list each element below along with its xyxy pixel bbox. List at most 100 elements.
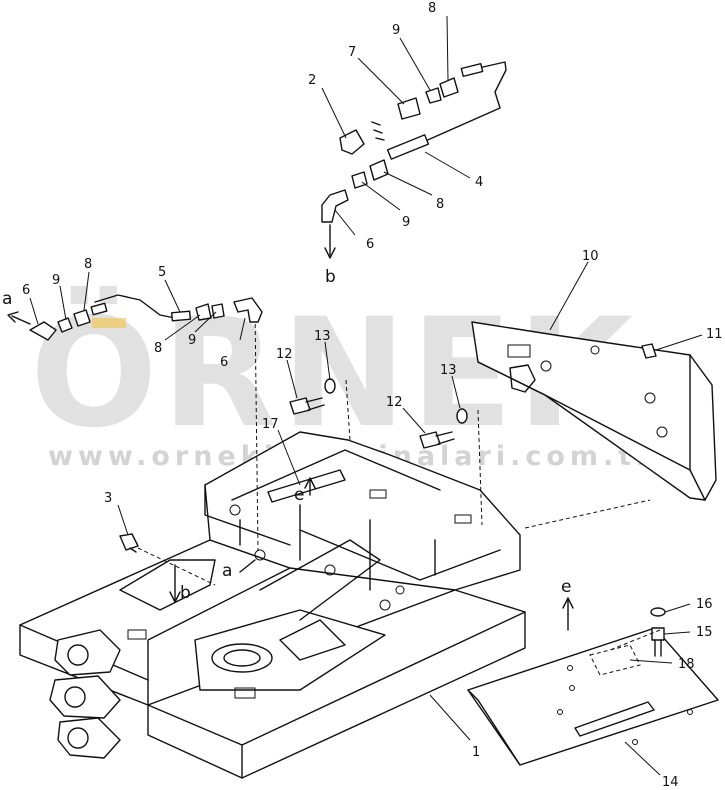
leader-9d	[361, 181, 401, 211]
boom-lug-lower	[57, 717, 121, 759]
hose-line-left	[94, 294, 176, 319]
hose-end-5	[170, 310, 192, 322]
sleeve-9-left	[57, 317, 73, 333]
counterweight-plate	[507, 344, 531, 358]
boom-mount-web	[259, 539, 381, 621]
ref-e-frame: e	[294, 485, 304, 505]
left-hose-assembly	[7, 294, 263, 341]
callout-6-left: 6	[22, 283, 30, 298]
frame-cross-member	[299, 529, 501, 581]
plug-11	[641, 343, 657, 359]
leader-9a	[59, 285, 67, 321]
align-line-15	[609, 629, 661, 651]
leader-13a	[324, 341, 331, 381]
elbow-6-left	[29, 321, 57, 341]
callout-9-top: 9	[392, 23, 400, 38]
callout-9-left: 9	[52, 273, 60, 288]
leader-lines	[29, 15, 703, 776]
callout-6-upper: 6	[366, 237, 374, 252]
leader-12a	[286, 359, 298, 399]
leader-10	[549, 261, 589, 331]
frame-hole-2	[324, 564, 336, 576]
callout-labels: 1 2 3 4 5 6 6 6 7 8 8 8 8 9 9 9 9 10 11 …	[22, 1, 723, 790]
leader-9c	[399, 37, 431, 91]
ref-a-hose: a	[2, 289, 12, 309]
swing-bearing-ring	[211, 643, 273, 673]
cover-plate-18	[589, 644, 641, 676]
ref-b-hose: b	[325, 267, 336, 287]
bolt-12-shank-right	[435, 431, 455, 445]
callout-8-middle: 8	[154, 341, 162, 356]
callout-9-lower: 9	[402, 215, 410, 230]
sleeve-9-middle	[211, 303, 225, 319]
pipe-4	[386, 134, 430, 160]
callout-8-lower: 8	[436, 197, 444, 212]
arrow-a-shaft	[11, 315, 31, 325]
watermark-accent-bar	[92, 318, 126, 328]
fasteners	[119, 309, 666, 657]
leader-8a	[83, 271, 90, 311]
callout-8-top: 8	[428, 1, 436, 16]
counterweight-bolt-hole-3	[656, 426, 668, 438]
boom-lug-hole-lower	[67, 727, 89, 749]
callout-8-left: 8	[84, 257, 92, 272]
leader-12b	[402, 407, 426, 434]
frame-inner-top	[231, 449, 441, 501]
leader-2	[321, 87, 347, 139]
elbow-6-middle	[233, 297, 263, 323]
leader-6b	[239, 317, 246, 341]
frame-hole-4	[395, 585, 405, 595]
callout-14: 14	[662, 775, 679, 790]
counterweight	[471, 321, 717, 501]
swing-bearing-bore	[223, 649, 261, 667]
hose-line-upper	[404, 61, 507, 151]
align-line-13-left	[345, 379, 351, 441]
leader-17	[277, 429, 301, 486]
leader-6a	[29, 297, 39, 325]
counterweight-bolt-hole-1	[540, 360, 552, 372]
callout-1: 1	[472, 745, 480, 760]
arrow-e-cover-head	[562, 597, 574, 609]
sleeve-9-lower	[351, 171, 368, 189]
pivot-block	[279, 619, 346, 661]
cover-hole-3	[557, 709, 563, 715]
boom-lug-hole-middle	[64, 686, 86, 708]
ref-a-frame: a	[222, 561, 232, 581]
ref-e-cover: e	[561, 577, 571, 597]
arrow-b-head	[324, 247, 336, 259]
callout-11: 11	[706, 327, 723, 342]
ref-arrows	[169, 477, 574, 631]
leader-14	[624, 741, 661, 776]
callout-13-left: 13	[314, 329, 331, 344]
elbow-2	[339, 129, 365, 155]
nut-8-upper	[439, 77, 459, 98]
leader-8d	[383, 171, 433, 196]
align-line-counterweight	[524, 499, 651, 529]
washer-13-right	[456, 408, 468, 424]
cover-hole-5	[687, 709, 693, 715]
washer-16	[650, 607, 666, 617]
arrow-a-head	[7, 311, 19, 323]
frame-hole-5	[229, 504, 241, 516]
callout-12-left: 12	[276, 347, 293, 362]
callout-18: 18	[678, 657, 695, 672]
callout-15: 15	[696, 625, 713, 640]
align-line-13-right	[477, 409, 483, 526]
frame-hole-1	[254, 549, 266, 561]
connector-7-threads	[371, 121, 385, 141]
callout-13-right: 13	[440, 363, 457, 378]
hose-end-upper	[460, 62, 484, 78]
leader-7	[357, 57, 405, 105]
callout-9-middle: 9	[188, 333, 196, 348]
callout-4: 4	[475, 175, 483, 190]
frame-slot-2	[127, 629, 147, 640]
revolving-frame	[19, 431, 526, 779]
leader-8b	[164, 314, 201, 341]
elbow-6-upper	[321, 189, 349, 223]
arrow-b-frame-head	[169, 591, 181, 603]
align-line-3	[137, 547, 216, 586]
counterweight-bolt-hole-2	[644, 392, 656, 404]
leader-4	[424, 151, 471, 179]
leader-13b	[451, 375, 461, 409]
